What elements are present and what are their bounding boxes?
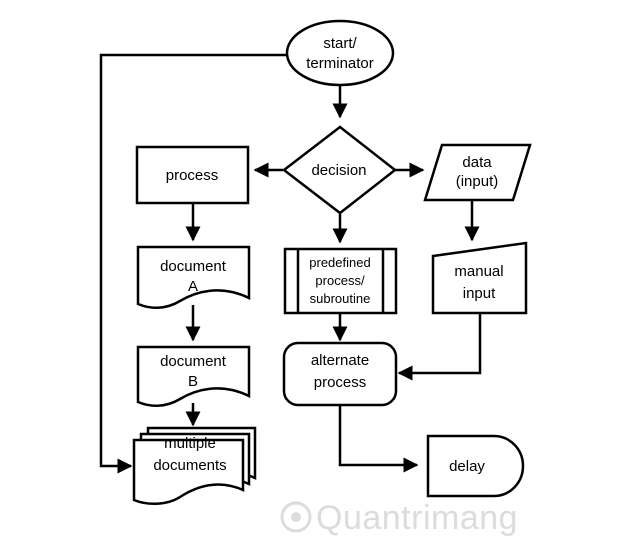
multiple-docs-front-sheet — [132, 438, 245, 505]
node-start-terminator: start/ terminator — [285, 19, 395, 87]
multiple-label-line-2: documents — [153, 457, 226, 474]
delay-shape — [426, 434, 525, 498]
predefined-label-line-2: process/ — [315, 273, 365, 288]
manual-label-line-2: input — [463, 285, 496, 302]
data-label-line-1: data — [462, 154, 492, 171]
data-label-line-2: (input) — [456, 173, 499, 190]
node-document-a: document A — [136, 245, 251, 309]
watermark: Quantrimang — [280, 499, 518, 537]
predefined-label-line-3: subroutine — [310, 291, 371, 306]
edge-manual-to-alternate — [397, 313, 482, 381]
node-data-input: data (input) — [423, 143, 532, 202]
decision-diamond-shape — [281, 125, 398, 215]
manual-label-line-1: manual — [454, 263, 503, 280]
node-delay: delay — [426, 434, 525, 498]
predefined-rect-shape — [283, 247, 398, 315]
alternate-label-line-2: process — [314, 374, 367, 391]
node-predefined-process: predefined process/ subroutine — [283, 247, 398, 315]
document-a-label-line-1: document — [160, 258, 227, 275]
terminator-shape — [285, 19, 395, 87]
document-b-label-line-2: B — [188, 373, 198, 390]
document-b-shape — [136, 345, 251, 407]
predefined-label-line-1: predefined — [309, 255, 370, 270]
start-label-line-2: terminator — [306, 55, 374, 72]
node-process: process — [135, 145, 250, 205]
multiple-label-line-1: multiple — [164, 435, 216, 452]
delay-label: delay — [449, 458, 485, 475]
process-label: process — [166, 167, 219, 184]
process-rect-shape — [135, 145, 250, 205]
start-label-line-1: start/ — [323, 35, 357, 52]
document-b-label-line-1: document — [160, 353, 227, 370]
node-manual-input: manual input — [431, 241, 528, 315]
node-multiple-documents: multiple documents — [132, 426, 257, 505]
node-decision: decision — [281, 125, 398, 215]
document-a-shape — [136, 245, 251, 309]
edge-alternate-to-delay — [338, 406, 419, 473]
connectors — [99, 53, 482, 474]
node-alternate-process: alternate process — [282, 341, 398, 407]
edge-start-to-multiple — [99, 53, 287, 474]
node-document-b: document B — [136, 345, 251, 407]
decision-label: decision — [311, 162, 366, 179]
alternate-process-shape — [282, 341, 398, 407]
alternate-label-line-1: alternate — [311, 352, 369, 369]
document-a-label-line-2: A — [188, 278, 198, 295]
data-parallelogram-shape — [423, 143, 532, 202]
watermark-logo-dot-icon — [291, 512, 301, 522]
manual-input-shape — [431, 241, 528, 315]
watermark-logo-icon — [280, 501, 312, 533]
watermark-text: Quantrimang — [316, 499, 518, 537]
